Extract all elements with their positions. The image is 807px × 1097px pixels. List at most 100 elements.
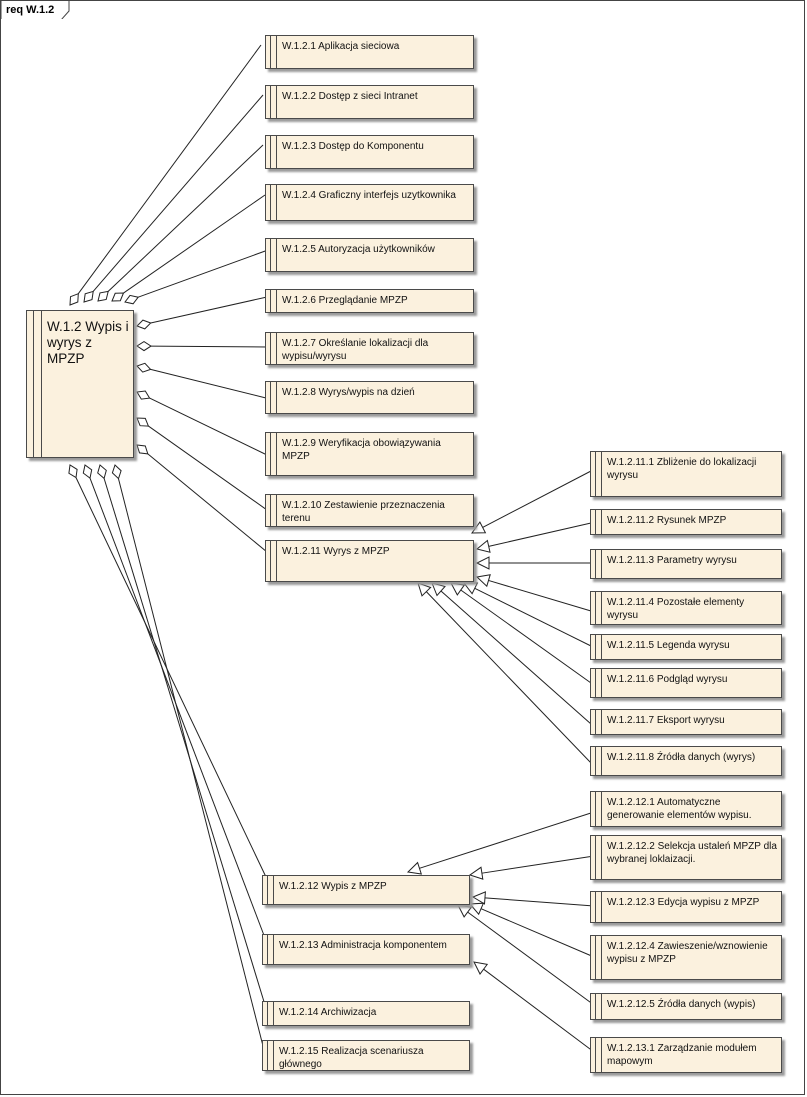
requirement-n8[interactable]: W.1.2.8 Wyrys/wypis na dzień: [265, 381, 474, 414]
requirement-n11_4[interactable]: W.1.2.11.4 Pozostałe elementy wyrysu: [590, 591, 782, 625]
frame-label: req W.1.2: [6, 4, 55, 16]
generalization-arrow-n11_6: [450, 582, 466, 596]
requirement-label: W.1.2.2 Dostęp z sieci Intranet: [282, 91, 418, 102]
requirement-n1[interactable]: W.1.2.1 Aplikacja sieciowa: [265, 35, 474, 69]
requirement-n13_1[interactable]: W.1.2.13.1 Zarządzanie modułem mapowym: [590, 1037, 782, 1073]
requirement-main[interactable]: W.1.2 Wypis i wyrys z MPZP: [26, 310, 134, 458]
requirement-stereotype-bar: [266, 86, 277, 118]
requirement-label: W.1.2.12.4 Zawieszenie/wznowienie wypisu…: [607, 941, 768, 965]
generalization-line-n12_1: [419, 811, 595, 869]
requirement-label: W.1.2.6 Przeglądanie MPZP: [282, 295, 408, 306]
aggregation-diamond-n15: [111, 464, 122, 480]
requirement-stereotype-bar: [263, 1041, 274, 1070]
requirement-label: W.1.2.12.2 Selekcja ustaleń MPZP dla wyb…: [607, 841, 777, 865]
generalization-line-n11_8: [425, 591, 592, 764]
generalization-line-n12_4: [480, 908, 595, 958]
generalization-line-n13_1: [483, 968, 595, 1053]
requirement-n3[interactable]: W.1.2.3 Dostęp do Komponentu: [265, 135, 474, 169]
aggregation-line-n3: [107, 144, 264, 292]
requirement-stereotype-bar: [266, 433, 277, 475]
requirement-n5[interactable]: W.1.2.5 Autoryzacja użytkowników: [265, 238, 474, 272]
requirement-n14[interactable]: W.1.2.14 Archiwizacja: [262, 1001, 470, 1026]
generalization-arrow-n11_7: [431, 582, 446, 597]
requirement-label: W.1.2.11.4 Pozostałe elementy wyrysu: [607, 597, 745, 621]
requirement-n12_1[interactable]: W.1.2.12.1 Automatyczne generowanie elem…: [590, 791, 782, 827]
requirement-stereotype-bar: [266, 333, 277, 364]
requirement-n12[interactable]: W.1.2.12 Wypis z MPZP: [262, 875, 470, 905]
requirement-stereotype-bar: [591, 936, 602, 979]
aggregation-line-n7: [150, 345, 268, 348]
requirement-n11_6[interactable]: W.1.2.11.6 Podgląd wyrysu: [590, 668, 782, 698]
requirement-label: W.1.2.3 Dostęp do Komponentu: [282, 141, 424, 152]
requirement-stereotype-bar: [591, 1038, 602, 1072]
requirement-n15[interactable]: W.1.2.15 Realizacja scenariusza głównego: [262, 1040, 470, 1071]
requirement-n2[interactable]: W.1.2.2 Dostęp z sieci Intranet: [265, 85, 474, 119]
requirement-stereotype-bar: [591, 994, 602, 1019]
requirement-stereotype-bar: [266, 495, 277, 526]
requirement-label: W.1.2.11.8 Źródła danych (wyrys): [607, 752, 756, 763]
requirement-n9[interactable]: W.1.2.9 Weryfikacja obowiązywania MPZP: [265, 432, 474, 476]
requirement-label: W.1.2.9 Weryfikacja obowiązywania MPZP: [282, 438, 441, 462]
requirement-stereotype-bar: [591, 510, 602, 534]
requirement-label: W.1.2.11.2 Rysunek MPZP: [607, 515, 727, 526]
aggregation-diamond-n13: [82, 464, 93, 479]
requirement-stereotype-bar: [591, 592, 602, 624]
generalization-arrow-n11_8: [417, 582, 432, 597]
requirement-stereotype-bar: [591, 635, 602, 659]
aggregation-diamond-n2: [83, 290, 94, 303]
generalization-arrow-n12_1: [406, 861, 423, 875]
aggregation-diamond-n6: [136, 319, 152, 330]
aggregation-diamond-n11: [136, 444, 149, 455]
generalization-arrow-n12_3: [471, 891, 486, 905]
requirement-n12_3[interactable]: W.1.2.12.3 Edycja wypisu z MPZP: [590, 891, 782, 923]
requirement-n7[interactable]: W.1.2.7 Określanie lokalizacji dla wypis…: [265, 332, 474, 365]
generalization-arrow-n11_5: [462, 582, 479, 595]
requirement-n4[interactable]: W.1.2.4 Graficzny interfejs uzytkownika: [265, 184, 474, 221]
requirement-label: W.1.2.1 Aplikacja sieciowa: [282, 41, 400, 52]
generalization-line-n11_5: [474, 587, 592, 647]
requirement-n11_7[interactable]: W.1.2.11.7 Eksport wyrysu: [590, 709, 782, 735]
requirement-n11_1[interactable]: W.1.2.11.1 Zbliżenie do lokalizacji wyry…: [590, 451, 782, 497]
requirement-label: W.1.2.8 Wyrys/wypis na dzień: [282, 387, 415, 398]
aggregation-diamond-n9: [136, 390, 151, 400]
requirement-label: W.1.2.12.5 Źródła danych (wypis): [607, 999, 756, 1010]
requirement-n11[interactable]: W.1.2.11 Wyrys z MPZP: [265, 540, 474, 582]
requirement-n6[interactable]: W.1.2.6 Przeglądanie MPZP: [265, 289, 474, 313]
requirement-label: W.1.2.10 Zestawienie przeznaczenia teren…: [282, 500, 445, 524]
generalization-line-n12_2: [481, 855, 595, 874]
requirement-stereotype-bar: [263, 1002, 274, 1025]
requirement-stereotype-bar: [27, 311, 42, 457]
aggregation-line-n10: [148, 425, 268, 511]
requirement-stereotype-bar: [591, 792, 602, 826]
requirement-n11_3[interactable]: W.1.2.11.3 Parametry wyrysu: [590, 549, 782, 579]
requirement-n13[interactable]: W.1.2.13 Administracja komponentem: [262, 934, 470, 965]
requirement-n12_2[interactable]: W.1.2.12.2 Selekcja ustaleń MPZP dla wyb…: [590, 835, 782, 880]
aggregation-diamond-n14: [97, 464, 107, 480]
generalization-arrow-n11_4: [475, 574, 491, 588]
generalization-line-n11_6: [460, 589, 592, 684]
generalization-arrow-n12_2: [468, 866, 484, 880]
requirement-n12_4[interactable]: W.1.2.12.4 Zawieszenie/wznowienie wypisu…: [590, 935, 782, 980]
generalization-line-n11_4: [488, 579, 592, 612]
requirement-n11_5[interactable]: W.1.2.11.5 Legenda wyrysu: [590, 634, 782, 660]
aggregation-line-n14: [103, 478, 266, 1006]
requirement-n11_2[interactable]: W.1.2.11.2 Rysunek MPZP: [590, 509, 782, 535]
requirement-n11_8[interactable]: W.1.2.11.8 Źródła danych (wyrys): [590, 746, 782, 776]
generalization-arrow-n11_2: [475, 539, 491, 553]
generalization-arrow-n13_1: [473, 961, 489, 975]
aggregation-line-n13: [89, 477, 266, 939]
generalization-arrow-n12_4: [468, 902, 485, 916]
requirement-stereotype-bar: [266, 185, 277, 220]
requirement-n12_5[interactable]: W.1.2.12.5 Źródła danych (wypis): [590, 993, 782, 1020]
aggregation-line-n11: [147, 453, 268, 553]
aggregation-diamond-n3: [97, 290, 109, 302]
requirement-label: W.1.2.13.1 Zarządzanie modułem mapowym: [607, 1043, 757, 1067]
requirement-n10[interactable]: W.1.2.10 Zestawienie przeznaczenia teren…: [265, 494, 474, 527]
aggregation-diamond-n12: [68, 464, 78, 479]
generalization-arrow-n12_5: [457, 904, 473, 918]
generalization-line-n12_3: [484, 897, 595, 907]
requirement-label: W.1.2.5 Autoryzacja użytkowników: [282, 244, 435, 255]
requirement-stereotype-bar: [591, 892, 602, 922]
